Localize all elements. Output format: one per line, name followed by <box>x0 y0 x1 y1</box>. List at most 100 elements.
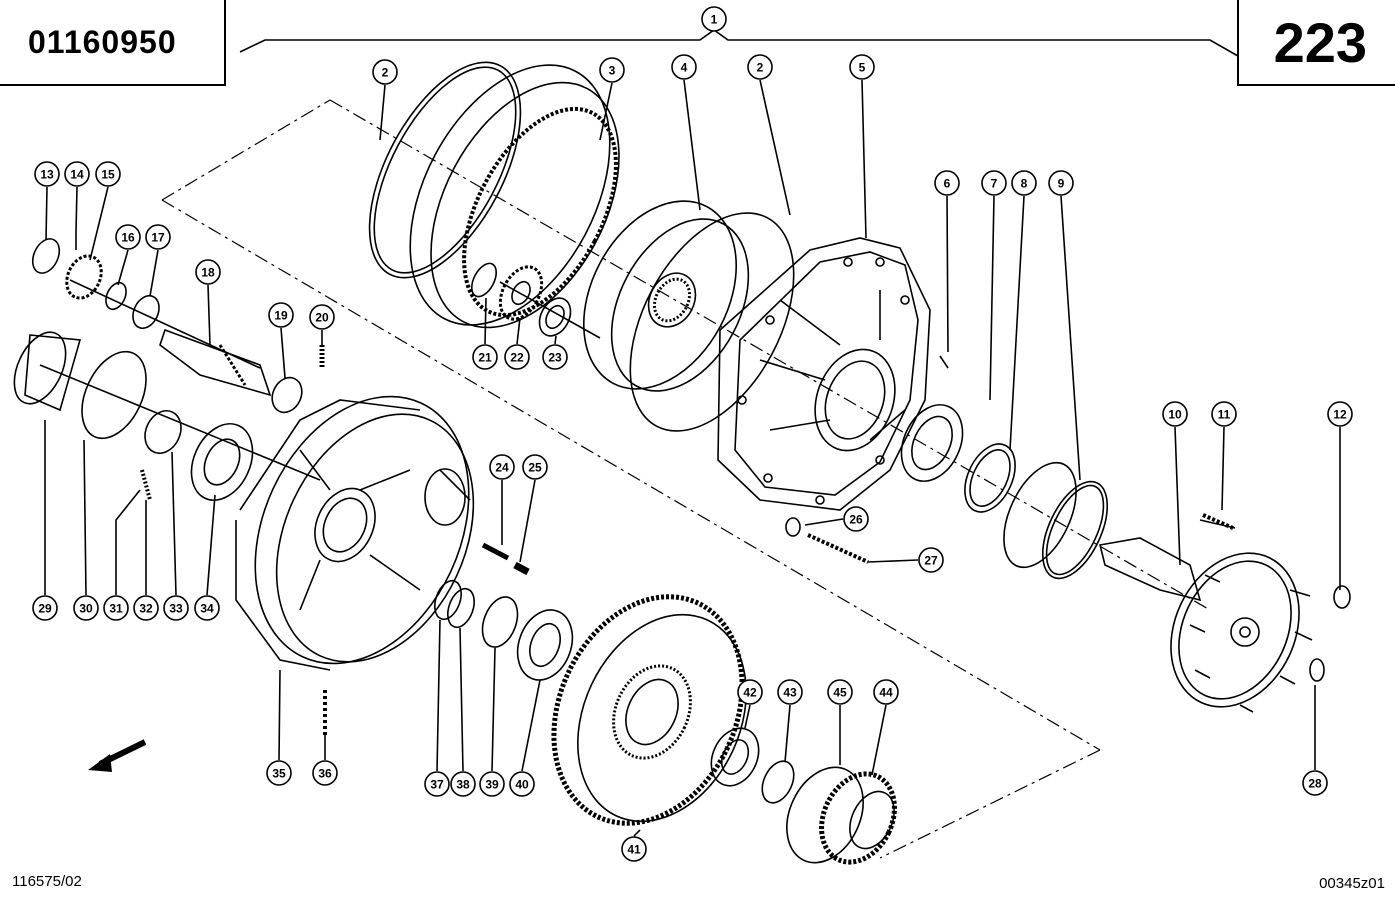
callout-label: 44 <box>879 686 893 700</box>
callout-37: 37 <box>424 771 450 797</box>
callout-12: 12 <box>1327 401 1353 427</box>
callout-label: 17 <box>151 231 165 245</box>
callout-circle <box>312 760 338 786</box>
callout-circle <box>1211 401 1237 427</box>
callout-35: 35 <box>266 760 292 786</box>
callout-13: 13 <box>34 161 60 187</box>
callout-circle <box>34 161 60 187</box>
callout-circle <box>849 54 875 80</box>
callout-circle <box>195 259 221 285</box>
callout-circle <box>522 454 548 480</box>
callout-label: 41 <box>627 843 641 857</box>
callout-30: 30 <box>73 595 99 621</box>
callout-circle <box>981 170 1007 196</box>
callout-9: 9 <box>1048 170 1074 196</box>
callout-label: 38 <box>456 778 470 792</box>
document-number: 01160950 <box>28 24 177 60</box>
callout-label: 20 <box>315 311 329 325</box>
callout-circle <box>934 170 960 196</box>
callout-1: 1 <box>701 6 727 32</box>
callout-8: 8 <box>1011 170 1037 196</box>
callout-label: 13 <box>40 168 54 182</box>
callout-label: 40 <box>515 778 529 792</box>
callout-label: 2 <box>382 66 389 80</box>
callout-label: 6 <box>944 177 951 191</box>
callout-2: 2 <box>372 59 398 85</box>
callout-26: 26 <box>843 506 869 532</box>
image-reference: 00345z01 <box>1319 875 1385 892</box>
callout-label: 25 <box>528 461 542 475</box>
callout-label: 37 <box>430 778 444 792</box>
callout-15: 15 <box>95 161 121 187</box>
callout-circle <box>73 595 99 621</box>
callout-label: 19 <box>274 309 288 323</box>
callout-17: 17 <box>145 224 171 250</box>
callout-42: 42 <box>737 679 763 705</box>
callout-circle <box>1327 401 1353 427</box>
callout-label: 10 <box>1168 408 1182 422</box>
callout-label: 15 <box>101 168 115 182</box>
callout-circle <box>873 679 899 705</box>
callout-39: 39 <box>479 771 505 797</box>
callout-40: 40 <box>509 771 535 797</box>
callout-3: 3 <box>599 57 625 83</box>
callout-24: 24 <box>489 454 515 480</box>
callout-label: 18 <box>201 266 215 280</box>
callout-label: 33 <box>169 602 183 616</box>
callout-6: 6 <box>934 170 960 196</box>
callout-45: 45 <box>827 679 853 705</box>
callout-label: 14 <box>70 168 84 182</box>
callout-19: 19 <box>268 302 294 328</box>
callout-circle <box>671 54 697 80</box>
callout-label: 23 <box>548 351 562 365</box>
callout-label: 22 <box>510 351 524 365</box>
callout-43: 43 <box>777 679 803 705</box>
callout-20: 20 <box>309 304 335 330</box>
callout-11: 11 <box>1211 401 1237 427</box>
callout-circle <box>372 59 398 85</box>
callout-32: 32 <box>133 595 159 621</box>
callout-label: 45 <box>833 686 847 700</box>
callout-16: 16 <box>115 224 141 250</box>
drawing-reference: 116575/02 <box>12 873 82 890</box>
callout-34: 34 <box>194 595 220 621</box>
callout-circle <box>737 679 763 705</box>
callout-21: 21 <box>472 344 498 370</box>
callout-circle <box>918 547 944 573</box>
callout-38: 38 <box>450 771 476 797</box>
callout-2: 2 <box>747 54 773 80</box>
callout-circle <box>266 760 292 786</box>
callout-33: 33 <box>163 595 189 621</box>
callout-circle <box>1302 770 1328 796</box>
callout-label: 5 <box>859 61 866 75</box>
callout-label: 2 <box>757 61 764 75</box>
callout-label: 1 <box>711 13 718 27</box>
callout-circle <box>103 595 129 621</box>
callout-label: 29 <box>38 602 52 616</box>
callout-18: 18 <box>195 259 221 285</box>
callout-23: 23 <box>542 344 568 370</box>
callout-circle <box>479 771 505 797</box>
callout-label: 12 <box>1333 408 1347 422</box>
callout-circle <box>450 771 476 797</box>
callout-circle <box>701 6 727 32</box>
callout-22: 22 <box>504 344 530 370</box>
callout-label: 8 <box>1021 177 1028 191</box>
callout-circle <box>64 161 90 187</box>
callout-label: 30 <box>79 602 93 616</box>
callout-circle <box>1048 170 1074 196</box>
callout-label: 3 <box>609 64 616 78</box>
callout-31: 31 <box>103 595 129 621</box>
callout-29: 29 <box>32 595 58 621</box>
callout-36: 36 <box>312 760 338 786</box>
callout-circle <box>827 679 853 705</box>
callout-label: 43 <box>783 686 797 700</box>
callout-circle <box>843 506 869 532</box>
callout-label: 35 <box>272 767 286 781</box>
arrow-down-left-icon <box>88 739 147 772</box>
callout-circle <box>1011 170 1037 196</box>
callout-circle <box>194 595 220 621</box>
callout-41: 41 <box>621 836 647 862</box>
